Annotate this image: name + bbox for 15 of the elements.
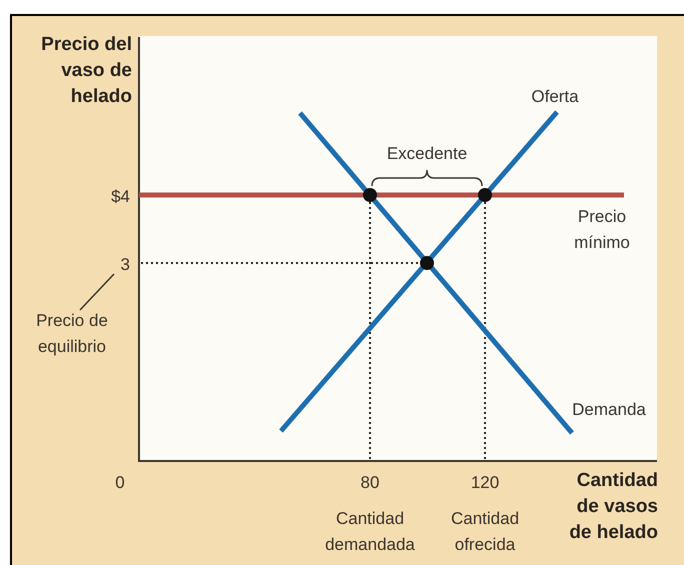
axis-tick-label: 3 [108,252,130,278]
axis-tick-label: 0 [114,472,126,494]
axis-title: Precio del vaso de helado [40,33,132,109]
brace-label: Excedente [386,143,468,165]
axis-tick-label: $4 [110,186,130,208]
axis-annotation: Cantidad demandada [324,508,416,556]
axis-annotation: Cantidad ofrecida [450,508,520,556]
axis-title: Cantidad de vasos de helado [568,469,658,545]
axis-tick-label: 80 [360,472,380,494]
curve-label: Oferta [530,86,580,108]
axis-tick-label: 120 [470,472,500,494]
line-label: Precio mínimo [573,206,631,254]
leader-line [79,273,115,311]
annotation-text: Precio de equilibrio [20,308,124,360]
curve-label: Demanda [571,399,647,421]
